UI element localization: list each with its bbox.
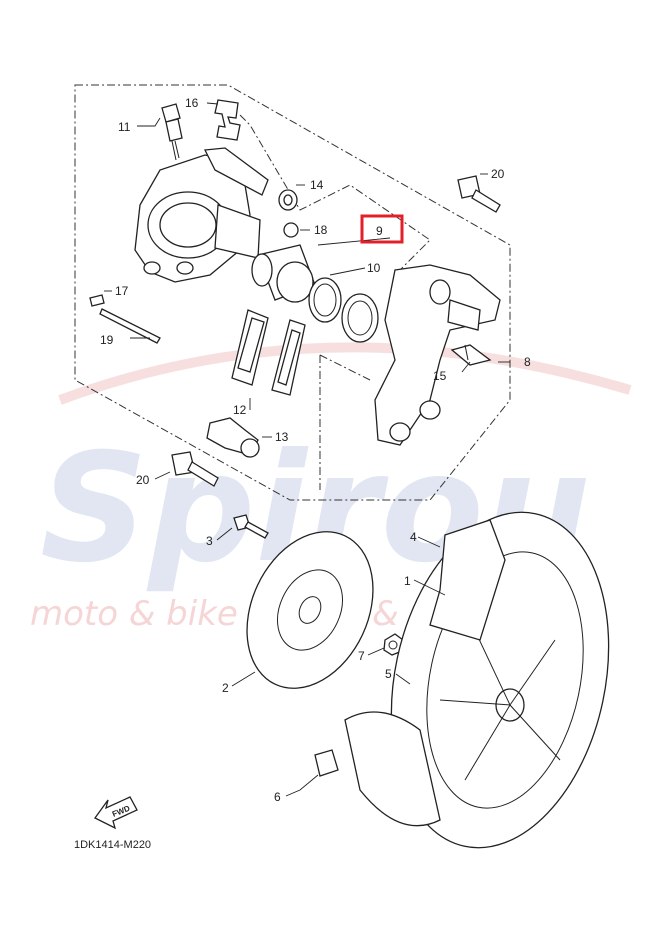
callout-18[interactable]: 18 bbox=[314, 223, 328, 237]
callout-20-lower[interactable]: 20 bbox=[136, 473, 150, 487]
callout-9[interactable]: 9 bbox=[376, 224, 383, 238]
pin-boot-18 bbox=[283, 222, 299, 238]
callout-12[interactable]: 12 bbox=[233, 403, 247, 417]
pad-pin-19 bbox=[99, 308, 161, 344]
bleed-screw bbox=[161, 103, 183, 161]
callout-17[interactable]: 17 bbox=[115, 284, 129, 298]
callout-20-upper[interactable]: 20 bbox=[491, 167, 505, 181]
piston-seals bbox=[308, 277, 379, 343]
caliper-body bbox=[134, 147, 269, 283]
disc-bolt bbox=[233, 514, 269, 539]
pad-pin-17 bbox=[89, 294, 105, 307]
watermark-swoosh bbox=[58, 342, 632, 405]
callout-3[interactable]: 3 bbox=[206, 534, 213, 548]
callout-2[interactable]: 2 bbox=[222, 681, 229, 695]
callout-5[interactable]: 5 bbox=[385, 667, 392, 681]
callout-14[interactable]: 14 bbox=[310, 178, 324, 192]
cable-clip bbox=[314, 749, 339, 777]
seal-kit-outline bbox=[239, 114, 431, 271]
bracket-bolt-upper bbox=[457, 175, 501, 213]
diagram-code: 1DK1414-M220 bbox=[74, 839, 151, 851]
callout-11[interactable]: 11 bbox=[118, 120, 131, 134]
inner-outline-d bbox=[319, 354, 371, 381]
slide-pin bbox=[206, 417, 260, 458]
leader-lines bbox=[104, 102, 510, 797]
caliper-assembly-outline bbox=[74, 84, 511, 501]
callout-10[interactable]: 10 bbox=[367, 261, 381, 275]
brake-pads bbox=[231, 309, 306, 396]
fwd-arrow-icon: FWD bbox=[94, 796, 138, 830]
callout-13[interactable]: 13 bbox=[275, 430, 289, 444]
wheel-collar bbox=[429, 519, 506, 641]
callout-19[interactable]: 19 bbox=[100, 333, 114, 347]
callout-15[interactable]: 15 bbox=[433, 369, 447, 383]
pad-support-clip bbox=[450, 344, 492, 366]
callout-7[interactable]: 7 bbox=[358, 649, 365, 663]
piston bbox=[251, 244, 316, 303]
callout-6[interactable]: 6 bbox=[274, 790, 281, 804]
brake-disc bbox=[246, 531, 374, 689]
callout-4[interactable]: 4 bbox=[410, 530, 417, 544]
callout-16[interactable]: 16 bbox=[185, 96, 199, 110]
callout-8[interactable]: 8 bbox=[524, 355, 531, 369]
highlight-box-part-9 bbox=[360, 214, 404, 244]
pin-boot-14 bbox=[278, 189, 298, 211]
caliper-bracket bbox=[374, 264, 501, 446]
pad-spring bbox=[214, 99, 241, 141]
callout-1[interactable]: 1 bbox=[404, 574, 411, 588]
bracket-bolt-lower bbox=[171, 451, 219, 487]
callouts: 16 11 14 18 9 10 20 8 15 17 19 12 13 20 … bbox=[100, 96, 531, 804]
